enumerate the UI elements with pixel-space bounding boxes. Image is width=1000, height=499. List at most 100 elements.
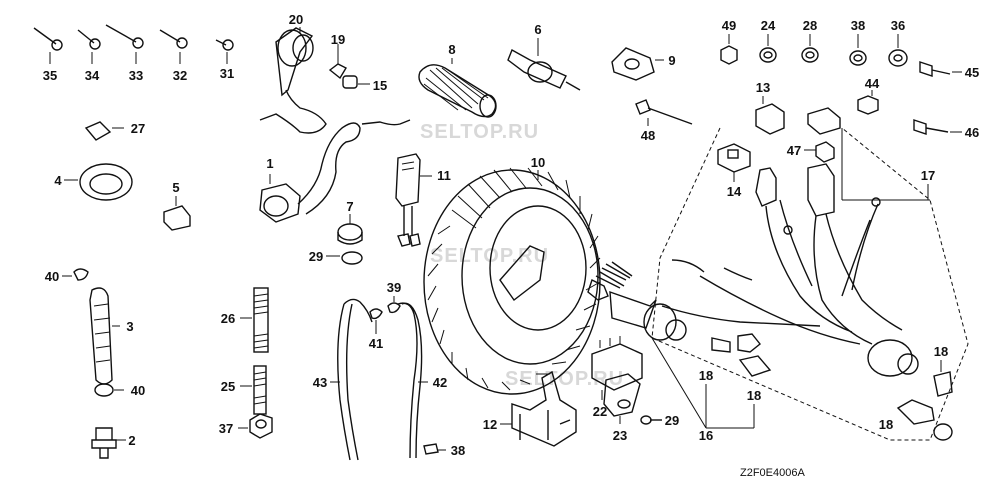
fuse-47 — [804, 107, 841, 163]
tube-43 — [330, 298, 373, 461]
callout-14: 14 — [727, 184, 742, 199]
callout-40-top: 40 — [45, 269, 59, 284]
bolt-46 — [913, 119, 962, 135]
callout-18-c: 18 — [934, 344, 948, 359]
diagram-code: Z2F0E4006A — [740, 467, 805, 479]
callout-43: 43 — [313, 375, 327, 390]
bolt-31 — [159, 29, 188, 64]
callout-39: 39 — [387, 280, 401, 295]
bolt-45 — [919, 61, 962, 77]
clip-15 — [342, 75, 370, 89]
callout-17: 17 — [921, 168, 935, 183]
callout-3: 3 — [126, 319, 133, 334]
bolt-48 — [635, 99, 693, 126]
stud-24 — [240, 365, 267, 415]
callout-24: 25 — [221, 379, 235, 394]
callout-36: 37 — [219, 421, 233, 436]
callout-2: 2 — [128, 433, 135, 448]
callout-18-d: 18 — [879, 417, 893, 432]
screw-29 — [640, 415, 662, 425]
callout-37: 38 — [851, 18, 865, 33]
bolt-33 — [77, 29, 101, 64]
callout-26: 27 — [131, 121, 145, 136]
callout-5: 5 — [172, 180, 179, 195]
callout-25: 26 — [221, 311, 235, 326]
bracket-12 — [500, 370, 577, 447]
module-11 — [395, 153, 432, 247]
callout-46: 46 — [965, 125, 979, 140]
callout-16: 16 — [699, 428, 713, 443]
ignition-switch-16 — [587, 261, 772, 429]
washer-27 — [801, 34, 819, 63]
callout-28: 29 — [309, 249, 323, 264]
plate-5 — [163, 196, 191, 231]
flywheel-10 — [423, 167, 601, 395]
callout-18-b: 18 — [747, 388, 761, 403]
nut-36 — [238, 413, 273, 439]
nut-49 — [720, 34, 738, 65]
switch-6 — [507, 38, 581, 91]
rectifier-22 — [603, 373, 641, 424]
callout-29: 29 — [665, 413, 679, 428]
callout-27: 28 — [803, 18, 817, 33]
washer-28 — [326, 251, 363, 265]
ignition-coil-1 — [259, 89, 411, 223]
bolt-32 — [105, 24, 144, 64]
callout-6: 6 — [534, 22, 541, 37]
bolt-44 — [857, 90, 879, 115]
callout-15: 15 — [373, 78, 387, 93]
callout-35: 36 — [891, 18, 905, 33]
callout-7: 7 — [346, 199, 353, 214]
clip-40-bottom — [94, 383, 124, 397]
washer-23 — [759, 34, 777, 63]
callout-4: 4 — [54, 173, 62, 188]
bolt-34 — [33, 27, 63, 64]
callout-49: 49 — [722, 18, 736, 33]
callout-21: 22 — [593, 404, 607, 419]
cap-7 — [337, 214, 363, 245]
callout-12: 12 — [483, 417, 497, 432]
clip-19 — [328, 44, 347, 80]
wire-harness-17 — [651, 127, 969, 441]
callout-42: 42 — [433, 375, 447, 390]
watermark: SELTOP.RU — [430, 245, 549, 267]
clip-41 — [369, 308, 383, 334]
callout-9: 9 — [668, 53, 675, 68]
callout-11: 11 — [437, 168, 451, 183]
washer-37 — [849, 34, 867, 66]
callout-22: 23 — [613, 428, 627, 443]
stud-25 — [240, 287, 269, 353]
callout-45: 45 — [965, 65, 979, 80]
callout-40-bottom: 40 — [131, 383, 145, 398]
seal-4 — [64, 163, 133, 201]
callout-32: 33 — [129, 68, 143, 83]
callout-44: 44 — [865, 76, 880, 91]
washer-35 — [888, 34, 908, 67]
hose-3 — [89, 287, 120, 385]
bolt-30 — [215, 39, 234, 64]
fitting-2 — [91, 427, 126, 459]
clip-26 — [84, 121, 124, 141]
relay-13 — [755, 96, 785, 135]
key-18-right — [896, 360, 953, 441]
callout-18-a: 18 — [699, 368, 713, 383]
callout-31: 32 — [173, 68, 187, 83]
callout-38: 38 — [451, 443, 465, 458]
callout-33: 34 — [85, 68, 100, 83]
clip-40-top — [62, 268, 89, 281]
bracket-20 — [275, 27, 314, 97]
watermark: SELTOP.RU — [420, 121, 539, 143]
callout-47: 47 — [787, 143, 801, 158]
callout-23: 24 — [761, 18, 776, 33]
callouts: 20 19 15 8 6 9 49 24 28 38 36 45 44 46 1… — [43, 12, 979, 458]
callout-10: 10 — [531, 155, 545, 170]
gasket-9 — [611, 47, 664, 81]
callout-8: 8 — [448, 42, 455, 57]
clip-39 — [387, 296, 401, 314]
clip-38 — [423, 443, 446, 455]
callout-19: 19 — [331, 32, 345, 47]
regulator-21 — [591, 336, 643, 400]
callout-30: 31 — [220, 66, 234, 81]
